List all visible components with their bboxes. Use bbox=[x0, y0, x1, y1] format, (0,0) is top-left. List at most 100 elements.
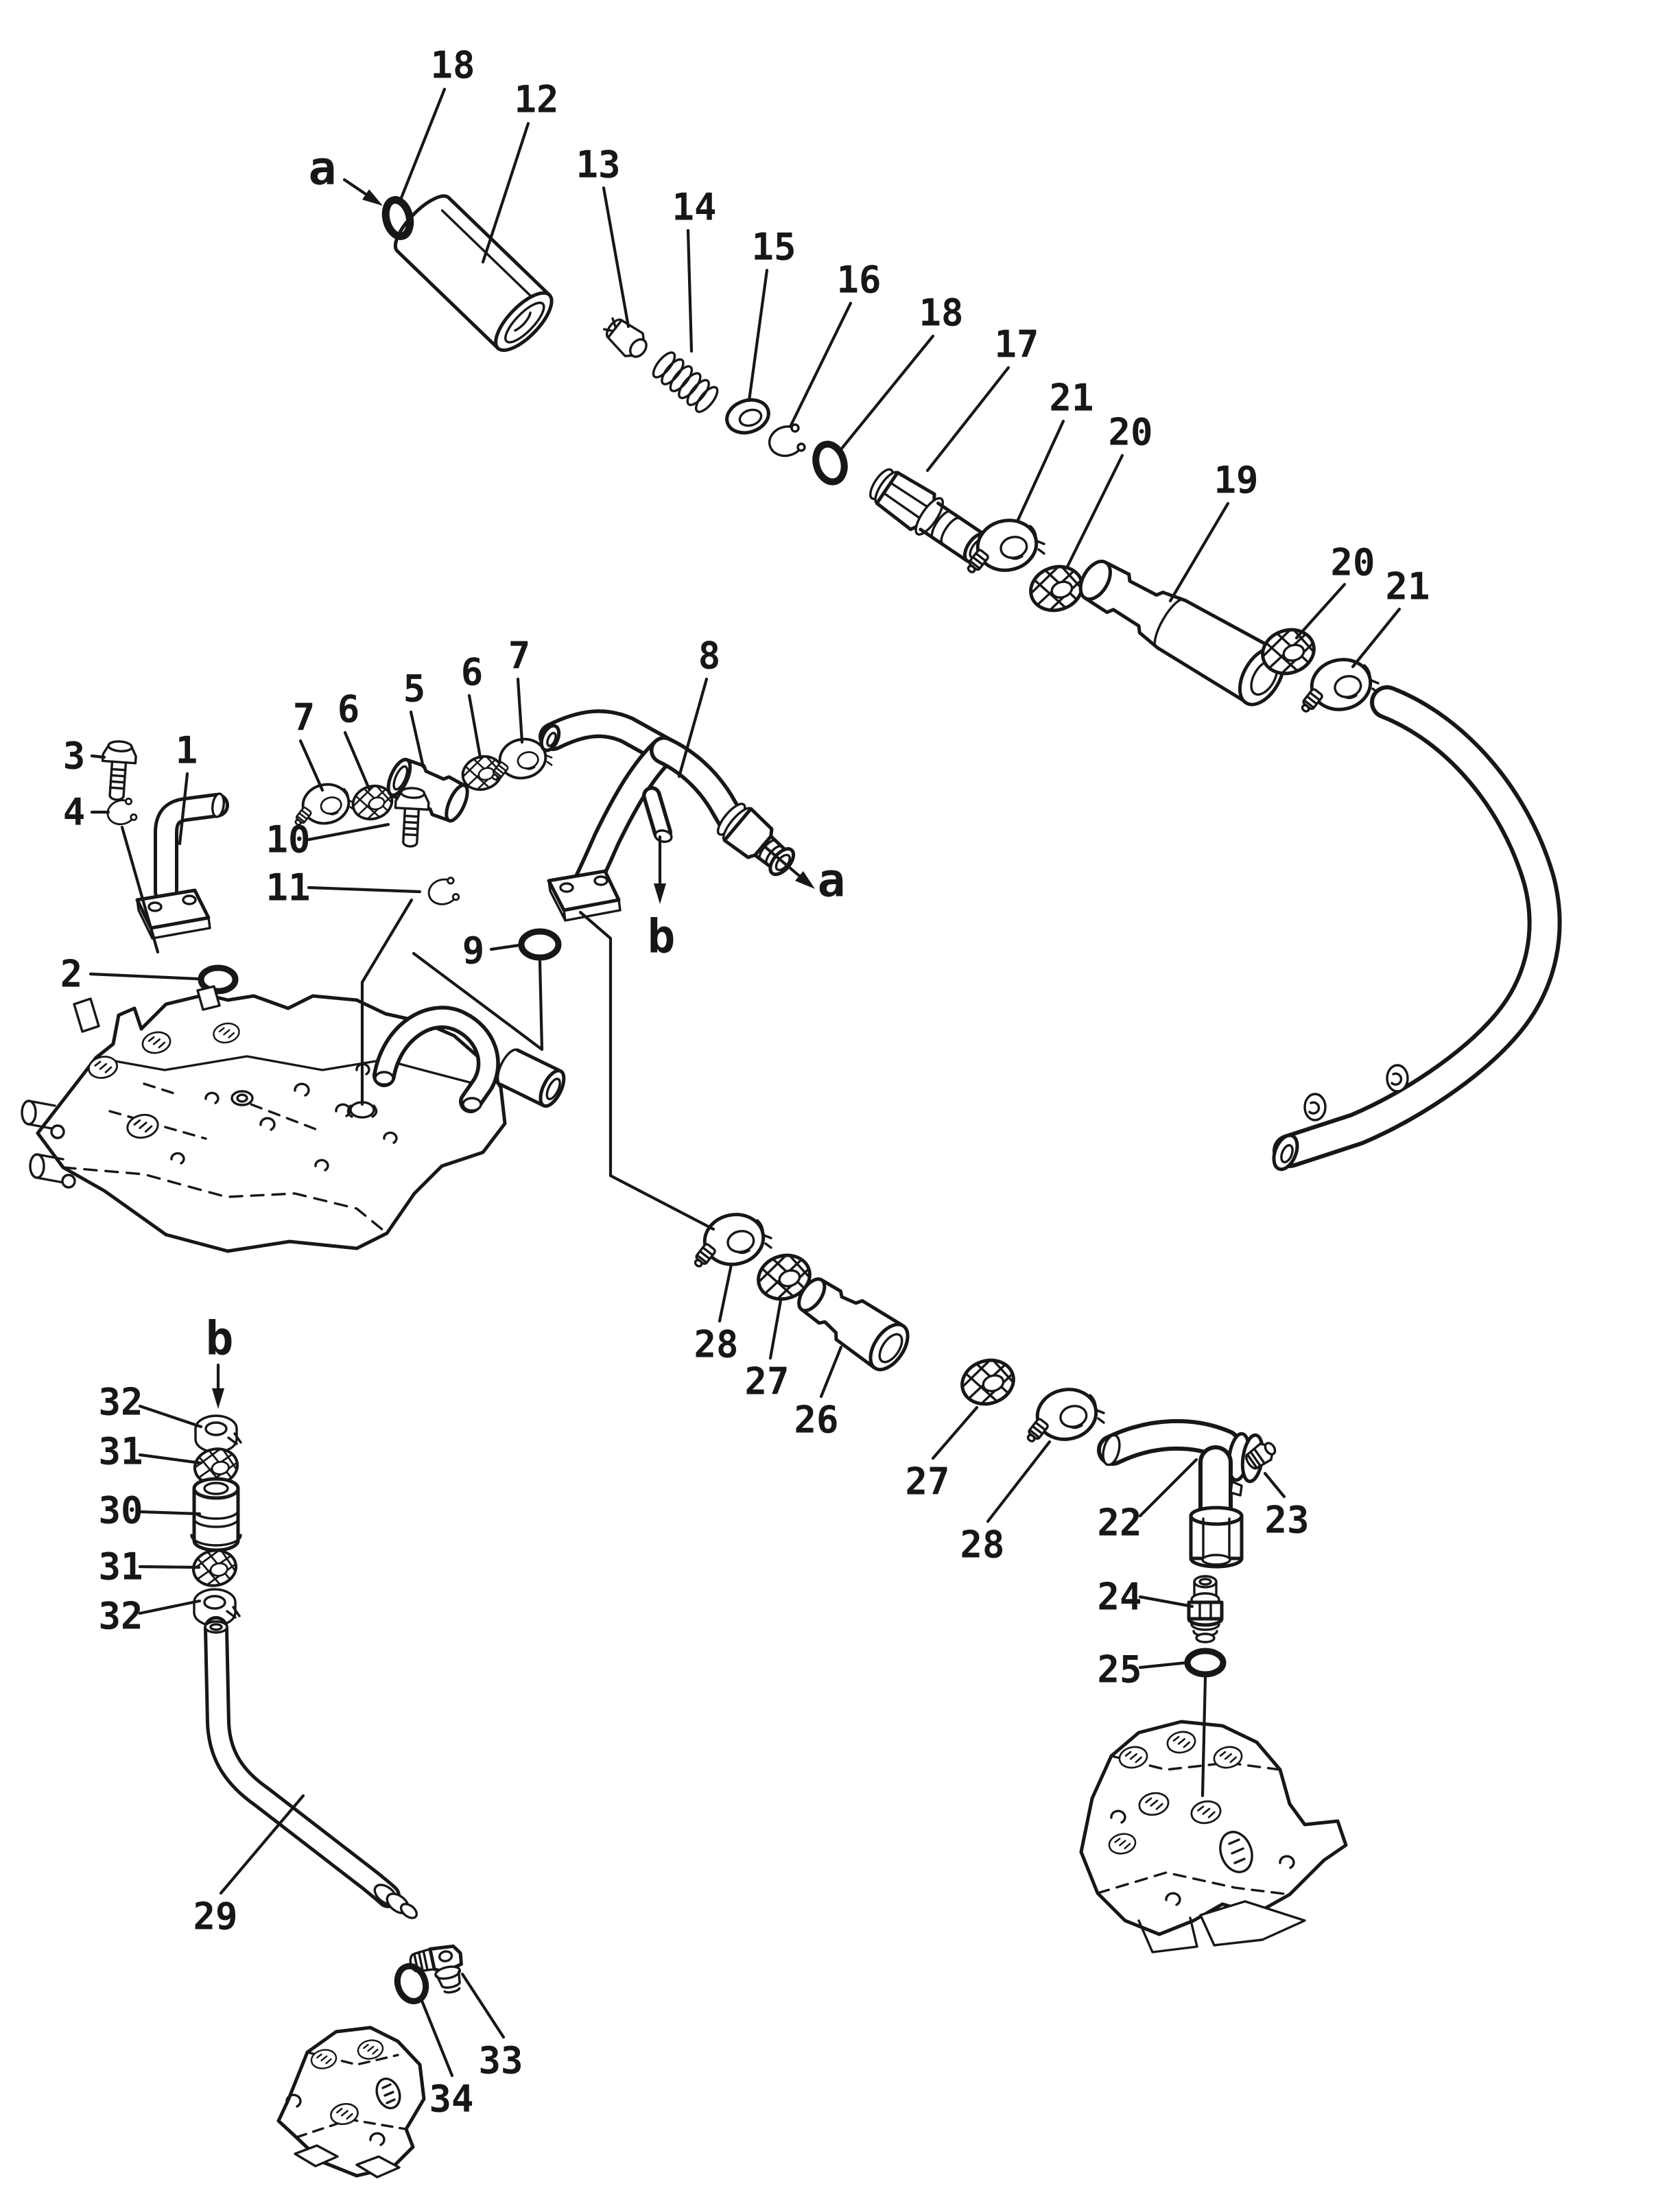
callout-number-3: 3 bbox=[63, 735, 86, 778]
callout-number-12: 12 bbox=[514, 78, 558, 121]
callout-21a: 21 bbox=[1016, 377, 1094, 522]
nipple-24 bbox=[1187, 1575, 1224, 1643]
callout-number-2: 2 bbox=[60, 953, 83, 996]
callout-34: 34 bbox=[418, 1995, 474, 2121]
ref-arrowhead-a-middle bbox=[795, 871, 815, 889]
callout-number-27b: 27 bbox=[905, 1460, 949, 1504]
b-route-line bbox=[578, 910, 715, 1231]
callout-10: 10 bbox=[265, 818, 390, 862]
ref-letter-a-middle: a bbox=[818, 854, 846, 908]
callout-number-26: 26 bbox=[794, 1399, 838, 1442]
control-valve-main bbox=[21, 985, 566, 1253]
oring-18-first bbox=[381, 195, 414, 241]
hose-ring-fitting bbox=[1386, 1064, 1409, 1093]
callout-leader-12 bbox=[481, 121, 530, 264]
callout-11: 11 bbox=[265, 866, 422, 910]
callout-number-24: 24 bbox=[1097, 1576, 1141, 1619]
ref-letter-a-top: a bbox=[309, 142, 337, 196]
callout-7a: 7 bbox=[293, 696, 324, 792]
callout-leader-28a bbox=[718, 1263, 733, 1323]
callout-leader-2 bbox=[88, 972, 200, 981]
snapring-4 bbox=[106, 797, 138, 826]
oring-2 bbox=[198, 964, 239, 995]
hose-right bbox=[1272, 685, 1562, 1172]
hose-ring-fitting bbox=[1303, 1093, 1327, 1121]
callout-number-6b: 6 bbox=[461, 651, 484, 694]
callout-leader-14 bbox=[686, 228, 694, 353]
pipe-29 bbox=[204, 1616, 418, 1919]
callout-number-32a: 32 bbox=[98, 1381, 143, 1424]
callout-33: 33 bbox=[460, 1972, 523, 2082]
callout-21b: 21 bbox=[1351, 565, 1430, 669]
callout-number-17: 17 bbox=[994, 323, 1039, 366]
callout-28a: 28 bbox=[694, 1263, 739, 1366]
clamp-28-first bbox=[692, 1209, 771, 1270]
callout-leader-6a bbox=[343, 731, 371, 791]
callout-number-31a: 31 bbox=[98, 1430, 143, 1473]
callout-16: 16 bbox=[788, 259, 882, 429]
callout-leader-11 bbox=[307, 886, 422, 894]
washer-15 bbox=[725, 398, 770, 435]
callout-number-22: 22 bbox=[1097, 1501, 1141, 1545]
oring-9 bbox=[518, 928, 562, 961]
callout-1: 1 bbox=[176, 729, 198, 846]
oring-25 bbox=[1184, 1648, 1227, 1678]
callout-leader-3 bbox=[90, 754, 106, 759]
callout-number-34: 34 bbox=[429, 2078, 473, 2121]
callout-number-30: 30 bbox=[98, 1489, 143, 1532]
ref-arrow-b-lower: b bbox=[206, 1312, 234, 1409]
callout-leader-22 bbox=[1138, 1458, 1198, 1518]
callout-number-7b: 7 bbox=[508, 634, 531, 678]
callout-leader-24 bbox=[1138, 1595, 1194, 1608]
callout-number-5: 5 bbox=[403, 667, 426, 711]
callout-number-20b: 20 bbox=[1330, 541, 1375, 584]
callout-leader-20b bbox=[1294, 582, 1347, 640]
callout-leader-7a bbox=[298, 739, 324, 792]
callout-6b: 6 bbox=[461, 651, 484, 759]
callout-leader-29 bbox=[219, 1794, 305, 1895]
callout-22: 22 bbox=[1097, 1458, 1198, 1545]
callout-18b: 18 bbox=[836, 292, 964, 455]
callout-leader-7b bbox=[516, 677, 524, 744]
callout-leader-32a bbox=[138, 1404, 203, 1429]
callout-13: 13 bbox=[576, 143, 630, 329]
callout-30: 30 bbox=[98, 1489, 202, 1532]
callout-number-21a: 21 bbox=[1049, 377, 1093, 420]
collar-32-first bbox=[194, 1414, 242, 1453]
valve-pointer-vee bbox=[412, 951, 544, 1052]
callout-leader-16 bbox=[788, 301, 853, 429]
callout-19: 19 bbox=[1168, 459, 1259, 603]
callout-number-33: 33 bbox=[478, 2039, 523, 2082]
callout-leader-8 bbox=[677, 677, 709, 779]
callout-number-32b: 32 bbox=[98, 1595, 143, 1638]
clamp-21-first bbox=[965, 515, 1044, 575]
callout-27a: 27 bbox=[744, 1298, 790, 1403]
callout-leader-32b bbox=[138, 1599, 202, 1615]
callout-20b: 20 bbox=[1294, 541, 1375, 640]
sleeve-12 bbox=[393, 194, 554, 353]
oring-34 bbox=[394, 1963, 429, 2004]
callout-number-29: 29 bbox=[193, 1895, 237, 1938]
valve-pointer-port bbox=[360, 898, 414, 1106]
ref-letter-b-lower: b bbox=[206, 1312, 234, 1366]
callout-leader-23 bbox=[1263, 1471, 1286, 1499]
elbow-pipe-1 bbox=[135, 792, 229, 940]
sleeve-5 bbox=[386, 757, 469, 823]
callout-23: 23 bbox=[1263, 1471, 1310, 1542]
callout-number-19: 19 bbox=[1214, 459, 1258, 502]
callout-number-25: 25 bbox=[1097, 1648, 1141, 1691]
reference-arrows-layer: a a b b bbox=[206, 142, 846, 1409]
callout-26: 26 bbox=[794, 1345, 843, 1442]
callout-leader-18b bbox=[836, 334, 935, 455]
clamp-21-second bbox=[1299, 654, 1378, 715]
callout-29: 29 bbox=[193, 1794, 305, 1938]
callout-leader-1 bbox=[178, 772, 189, 846]
ref-letter-b-middle: b bbox=[648, 910, 676, 964]
adapter-fitting-17 bbox=[869, 468, 989, 564]
bolt-3 bbox=[99, 739, 139, 803]
callout-32a: 32 bbox=[98, 1381, 203, 1429]
callout-15: 15 bbox=[747, 226, 796, 403]
callout-number-9: 9 bbox=[462, 929, 485, 973]
grommet-20-first bbox=[1025, 560, 1088, 617]
